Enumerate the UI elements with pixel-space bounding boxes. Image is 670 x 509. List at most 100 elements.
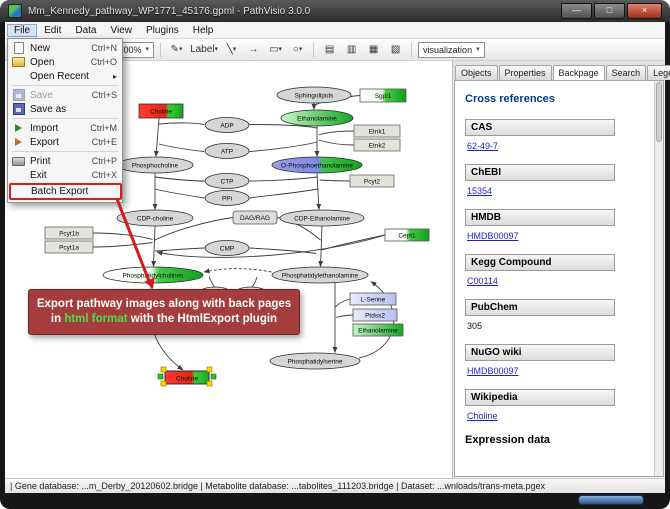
- pathway-node-sgpl1[interactable]: Sgpl1: [359, 88, 407, 103]
- xref-header: PubChem: [465, 299, 615, 316]
- line-tool-button[interactable]: ╲ ▾: [222, 40, 241, 59]
- menubar-item-file[interactable]: File: [7, 23, 38, 37]
- align-vertical-button[interactable]: ▥: [342, 40, 361, 59]
- pathway-node-cept1[interactable]: Cept1: [384, 228, 430, 242]
- pathway-node-choline-top[interactable]: Choline: [138, 103, 184, 119]
- stack-horizontal-button[interactable]: ▦: [364, 40, 383, 59]
- pathway-node-ptdss2[interactable]: Ptdss2: [352, 308, 398, 322]
- pathway-node-etnk1[interactable]: Etnk1: [353, 124, 401, 138]
- pathway-node-dag[interactable]: DAG/RAG: [232, 210, 278, 225]
- svg-text:ATP: ATP: [221, 149, 233, 156]
- label-tool-button[interactable]: Label ▾: [189, 40, 219, 59]
- chevron-down-icon: ▾: [145, 46, 150, 53]
- pathway-node-cmp[interactable]: CMP: [204, 240, 250, 256]
- selection-handles[interactable]: [157, 366, 217, 387]
- pathway-node-phosphocholine[interactable]: Phosphocholine: [116, 156, 194, 174]
- svg-text:Cept1: Cept1: [398, 233, 416, 240]
- scrollbar-thumb[interactable]: [656, 82, 662, 142]
- tab-objects[interactable]: Objects: [455, 65, 498, 80]
- xref-link[interactable]: HMDB00097: [467, 366, 519, 376]
- menu-item-open[interactable]: Open Ctrl+O: [8, 55, 122, 69]
- menubar-item-view[interactable]: View: [110, 24, 132, 36]
- xref-link[interactable]: Choline: [467, 411, 498, 421]
- xref-header: CAS: [465, 119, 615, 136]
- visualization-combobox[interactable]: visualization ▾: [418, 41, 485, 58]
- pencil-icon: ✎: [170, 43, 179, 55]
- menu-separator: [12, 151, 118, 152]
- pathway-node-pcyt1b[interactable]: Pcyt1b: [44, 226, 94, 240]
- xref-link[interactable]: 62-49-7: [467, 141, 499, 151]
- maximize-button[interactable]: □: [594, 3, 625, 19]
- tab-properties[interactable]: Properties: [498, 65, 552, 80]
- svg-text:Ethanolamine: Ethanolamine: [358, 328, 398, 335]
- status-bar: | Gene database: ...m_Derby_20120602.bri…: [5, 478, 665, 493]
- pathway-node-ethanolamine[interactable]: Ethanolamine: [280, 109, 354, 127]
- pathway-node-cdp-choline[interactable]: CDP-choline: [116, 209, 194, 227]
- visualization-value: visualization: [423, 44, 473, 55]
- pathway-node-ctp[interactable]: CTP: [204, 173, 250, 189]
- import-icon: [15, 124, 22, 132]
- pathway-node-phosphatidylethanolamine[interactable]: Phosphatidylethanolamine: [271, 266, 369, 284]
- svg-text:Pcyt1a: Pcyt1a: [59, 245, 79, 252]
- menu-item-export[interactable]: Export Ctrl+E: [8, 135, 122, 149]
- tab-backpage[interactable]: Backpage: [552, 65, 605, 81]
- menubar-item-help[interactable]: Help: [192, 24, 214, 36]
- stack-vertical-button[interactable]: ▧: [386, 40, 405, 59]
- align-horizontal-button[interactable]: ▤: [320, 40, 339, 59]
- svg-text:CMP: CMP: [220, 246, 234, 253]
- pathway-node-ppi[interactable]: PPi: [204, 190, 250, 206]
- menubar-item-plugins[interactable]: Plugins: [145, 24, 179, 36]
- tab-legend[interactable]: Legend: [647, 65, 670, 80]
- pathway-node-phosphatidylcholines[interactable]: Phosphatidylcholines: [102, 266, 204, 284]
- xref-header: Wikipedia: [465, 389, 615, 406]
- panel-scrollbar[interactable]: [654, 81, 663, 476]
- app-icon: [8, 4, 22, 18]
- menu-item-print[interactable]: Print Ctrl+P: [8, 154, 122, 168]
- svg-text:CTP: CTP: [221, 179, 234, 186]
- oval-tool-button[interactable]: ○ ▾: [288, 40, 307, 59]
- pathway-node-sphingolipids[interactable]: Sphingolipids: [276, 86, 352, 104]
- pathway-node-pcyt1a[interactable]: Pcyt1a: [44, 240, 94, 254]
- pathway-node-l-serine[interactable]: L-Serine: [349, 292, 397, 306]
- xref-section-nugo: NuGO wiki HMDB00097: [465, 344, 653, 376]
- toolbar-separator: [411, 42, 413, 57]
- menubar-item-edit[interactable]: Edit: [44, 24, 62, 36]
- pathway-node-choline-selected[interactable]: Choline: [157, 366, 217, 387]
- svg-text:Choline: Choline: [150, 109, 172, 116]
- tab-search[interactable]: Search: [605, 65, 647, 80]
- menu-item-exit[interactable]: Exit Ctrl+X: [30, 169, 117, 181]
- pathway-node-phosphatidylserine[interactable]: Phosphatidylserine: [269, 352, 361, 370]
- rect-tool-button[interactable]: ▭ ▾: [266, 40, 285, 59]
- export-icon: [15, 138, 22, 146]
- chevron-down-icon: ▾: [179, 46, 183, 53]
- datanode-tool-button[interactable]: ✎ ▾: [167, 40, 186, 59]
- xref-link[interactable]: HMDB00097: [467, 231, 519, 241]
- pathway-node-pcyt2[interactable]: Pcyt2: [349, 174, 395, 188]
- oval-tool-icon: ○: [292, 43, 299, 55]
- pathway-node-atp[interactable]: ATP: [204, 143, 250, 159]
- xref-link[interactable]: 15354: [467, 186, 493, 196]
- menu-item-save-as[interactable]: Save as: [8, 102, 122, 116]
- arrow-tool-button[interactable]: →: [244, 40, 263, 59]
- pathway-node-o-phosphoethanolamine[interactable]: O-Phosphoethanolamine: [271, 156, 363, 174]
- menubar-item-data[interactable]: Data: [75, 24, 97, 36]
- pathway-node-cdp-ethanolamine[interactable]: CDP-Ethanolamine: [279, 209, 365, 227]
- minimize-button[interactable]: —: [561, 3, 592, 19]
- menu-item-save: Save Ctrl+S: [8, 88, 122, 102]
- menu-item-import[interactable]: Import Ctrl+M: [8, 121, 122, 135]
- menu-item-open-recent[interactable]: Open Recent ▸: [30, 70, 117, 82]
- xref-section-hmdb: HMDB HMDB00097: [465, 209, 653, 241]
- xref-link[interactable]: C00114: [467, 276, 498, 286]
- menu-item-new[interactable]: New Ctrl+N: [8, 41, 122, 55]
- xref-header: NuGO wiki: [465, 344, 615, 361]
- pathway-node-adp[interactable]: ADP: [204, 117, 250, 133]
- menu-item-batch-export[interactable]: Batch Export: [9, 183, 122, 200]
- xref-section-chebi: ChEBI 15354: [465, 164, 653, 196]
- close-button[interactable]: ×: [627, 3, 662, 19]
- svg-text:DAG/RAG: DAG/RAG: [240, 215, 270, 222]
- pathway-node-etnk2[interactable]: Etnk2: [353, 138, 401, 152]
- svg-text:Phosphatidylcholines: Phosphatidylcholines: [122, 273, 184, 280]
- zoom-combobox[interactable]: 100% ▾: [113, 41, 155, 58]
- svg-text:Phosphatidylethanolamine: Phosphatidylethanolamine: [282, 273, 359, 280]
- pathway-node-ethanolamine-2[interactable]: Ethanolamine: [352, 323, 404, 337]
